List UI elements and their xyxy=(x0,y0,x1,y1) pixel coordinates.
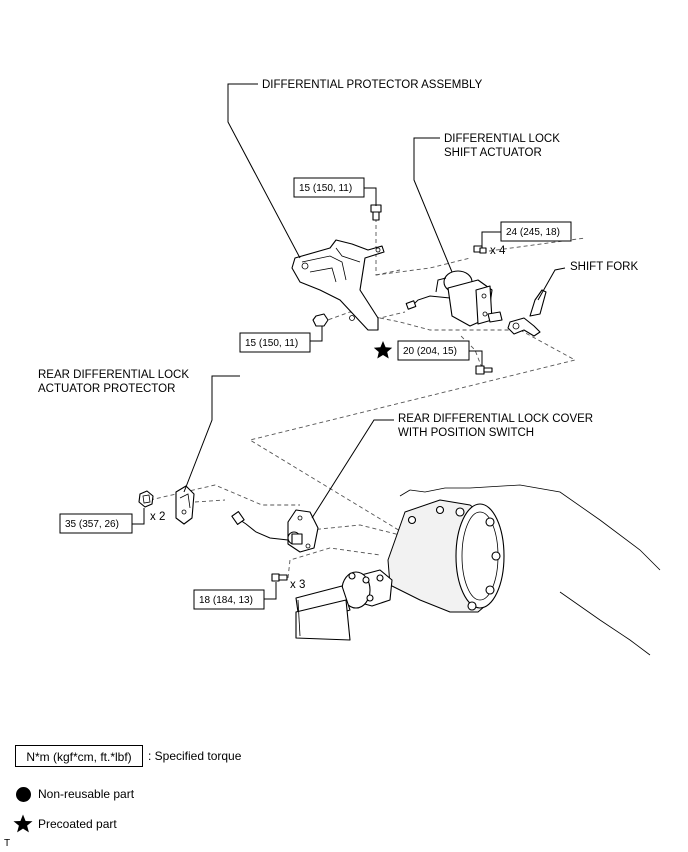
precoated-star-legend-icon xyxy=(13,814,33,833)
rear-axle-housing xyxy=(295,484,661,656)
label-rear-protector-line2: ACTUATOR PROTECTOR xyxy=(38,383,175,395)
non-reusable-dot-icon xyxy=(16,787,31,802)
differential-lock-shift-actuator xyxy=(405,270,503,327)
leader-lines xyxy=(132,83,566,600)
quantity-label: x 2 xyxy=(150,511,165,523)
torque-value: 18 (184, 13) xyxy=(199,595,253,606)
quantity-label: x 4 xyxy=(490,245,506,257)
torque-value: 24 (245, 18) xyxy=(506,227,560,238)
torque-value: 35 (357, 26) xyxy=(65,519,119,530)
bolt-cover xyxy=(271,573,288,582)
differential-protector-assembly xyxy=(291,239,385,331)
nut-protector-left xyxy=(312,313,329,327)
torque-value: 15 (150, 11) xyxy=(299,183,352,194)
label-shift-fork: SHIFT FORK xyxy=(570,261,638,273)
part-labels: DIFFERENTIAL PROTECTOR ASSEMBLY DIFFEREN… xyxy=(38,79,638,439)
precoated-legend-text: Precoated part xyxy=(38,817,117,831)
torque-value: 15 (150, 11) xyxy=(245,338,298,349)
torque-legend-box: N*m (kgf*cm, ft.*lbf) xyxy=(15,745,143,767)
torque-legend-text: : Specified torque xyxy=(148,749,242,763)
quantity-labels: x 4 x 2 x 3 xyxy=(150,245,506,591)
torque-value: 20 (204, 15) xyxy=(403,346,457,357)
bolt-precoated xyxy=(475,365,493,375)
nut-rear-protector xyxy=(138,490,154,508)
precoated-star-icon xyxy=(373,341,393,359)
label-rear-cover-line1: REAR DIFFERENTIAL LOCK COVER xyxy=(398,413,593,425)
bolt-protector-top xyxy=(370,204,382,221)
torque-callouts: 15 (150, 11) 24 (245, 18) 15 (150, 11) 2… xyxy=(59,177,572,610)
quantity-label: x 3 xyxy=(290,579,305,591)
rear-differential-lock-cover xyxy=(231,509,319,553)
corner-mark: T xyxy=(4,838,11,849)
label-rear-cover-line2: WITH POSITION SWITCH xyxy=(398,427,534,439)
label-rear-protector-line1: REAR DIFFERENTIAL LOCK xyxy=(38,369,189,381)
shift-fork xyxy=(507,289,547,337)
rear-differential-lock-actuator-protector xyxy=(175,485,195,525)
label-differential-protector-assembly: DIFFERENTIAL PROTECTOR ASSEMBLY xyxy=(262,79,483,91)
non-reusable-legend-text: Non-reusable part xyxy=(38,787,135,801)
bolt-actuator xyxy=(473,245,487,254)
label-differential-lock-line2: SHIFT ACTUATOR xyxy=(444,147,542,159)
alignment-lines xyxy=(149,218,586,579)
label-differential-lock-line1: DIFFERENTIAL LOCK xyxy=(444,133,560,145)
